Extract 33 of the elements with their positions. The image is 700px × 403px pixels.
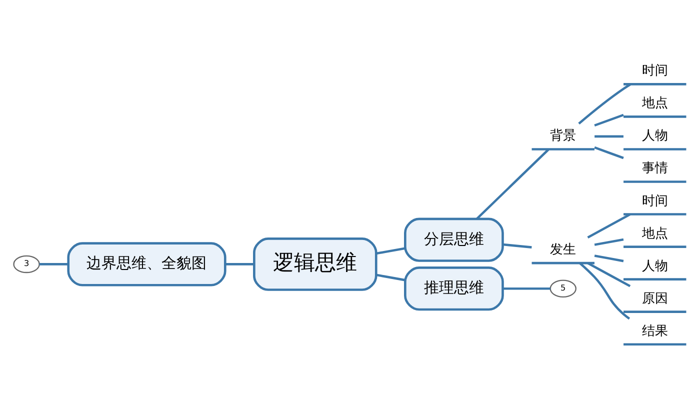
node-text: 人物	[642, 258, 668, 274]
connector	[376, 274, 406, 282]
node-text: 地点	[642, 96, 668, 112]
connector	[587, 213, 631, 238]
connector	[226, 263, 254, 266]
node-text: 原因	[642, 291, 668, 306]
node-text: 地点	[642, 226, 668, 242]
connector	[594, 254, 624, 262]
connector	[594, 135, 624, 138]
node-text: 人物	[642, 128, 668, 144]
connector	[502, 287, 550, 290]
node-ellipse: 5	[550, 280, 576, 298]
node-box: 逻辑思维	[253, 238, 378, 291]
connector	[594, 146, 624, 160]
connector	[578, 83, 632, 125]
node-text: 时间	[642, 194, 668, 209]
connector	[579, 262, 630, 320]
node-text: 发生	[550, 242, 576, 258]
connector	[594, 238, 624, 246]
connector	[476, 148, 550, 220]
node-box: 分层思维	[404, 218, 504, 262]
connector	[587, 262, 631, 288]
node-text: 时间	[642, 64, 668, 79]
connector	[39, 263, 68, 266]
connector	[594, 114, 624, 127]
node-text: 结果	[642, 324, 668, 339]
node-text: 背景	[550, 128, 576, 144]
connector	[502, 243, 532, 248]
node-box: 边界思维、全貌图	[67, 242, 226, 286]
node-text: 事情	[642, 161, 668, 176]
node-ellipse: 3	[13, 255, 40, 274]
connector	[376, 247, 406, 255]
node-box: 推理思维	[404, 266, 504, 311]
